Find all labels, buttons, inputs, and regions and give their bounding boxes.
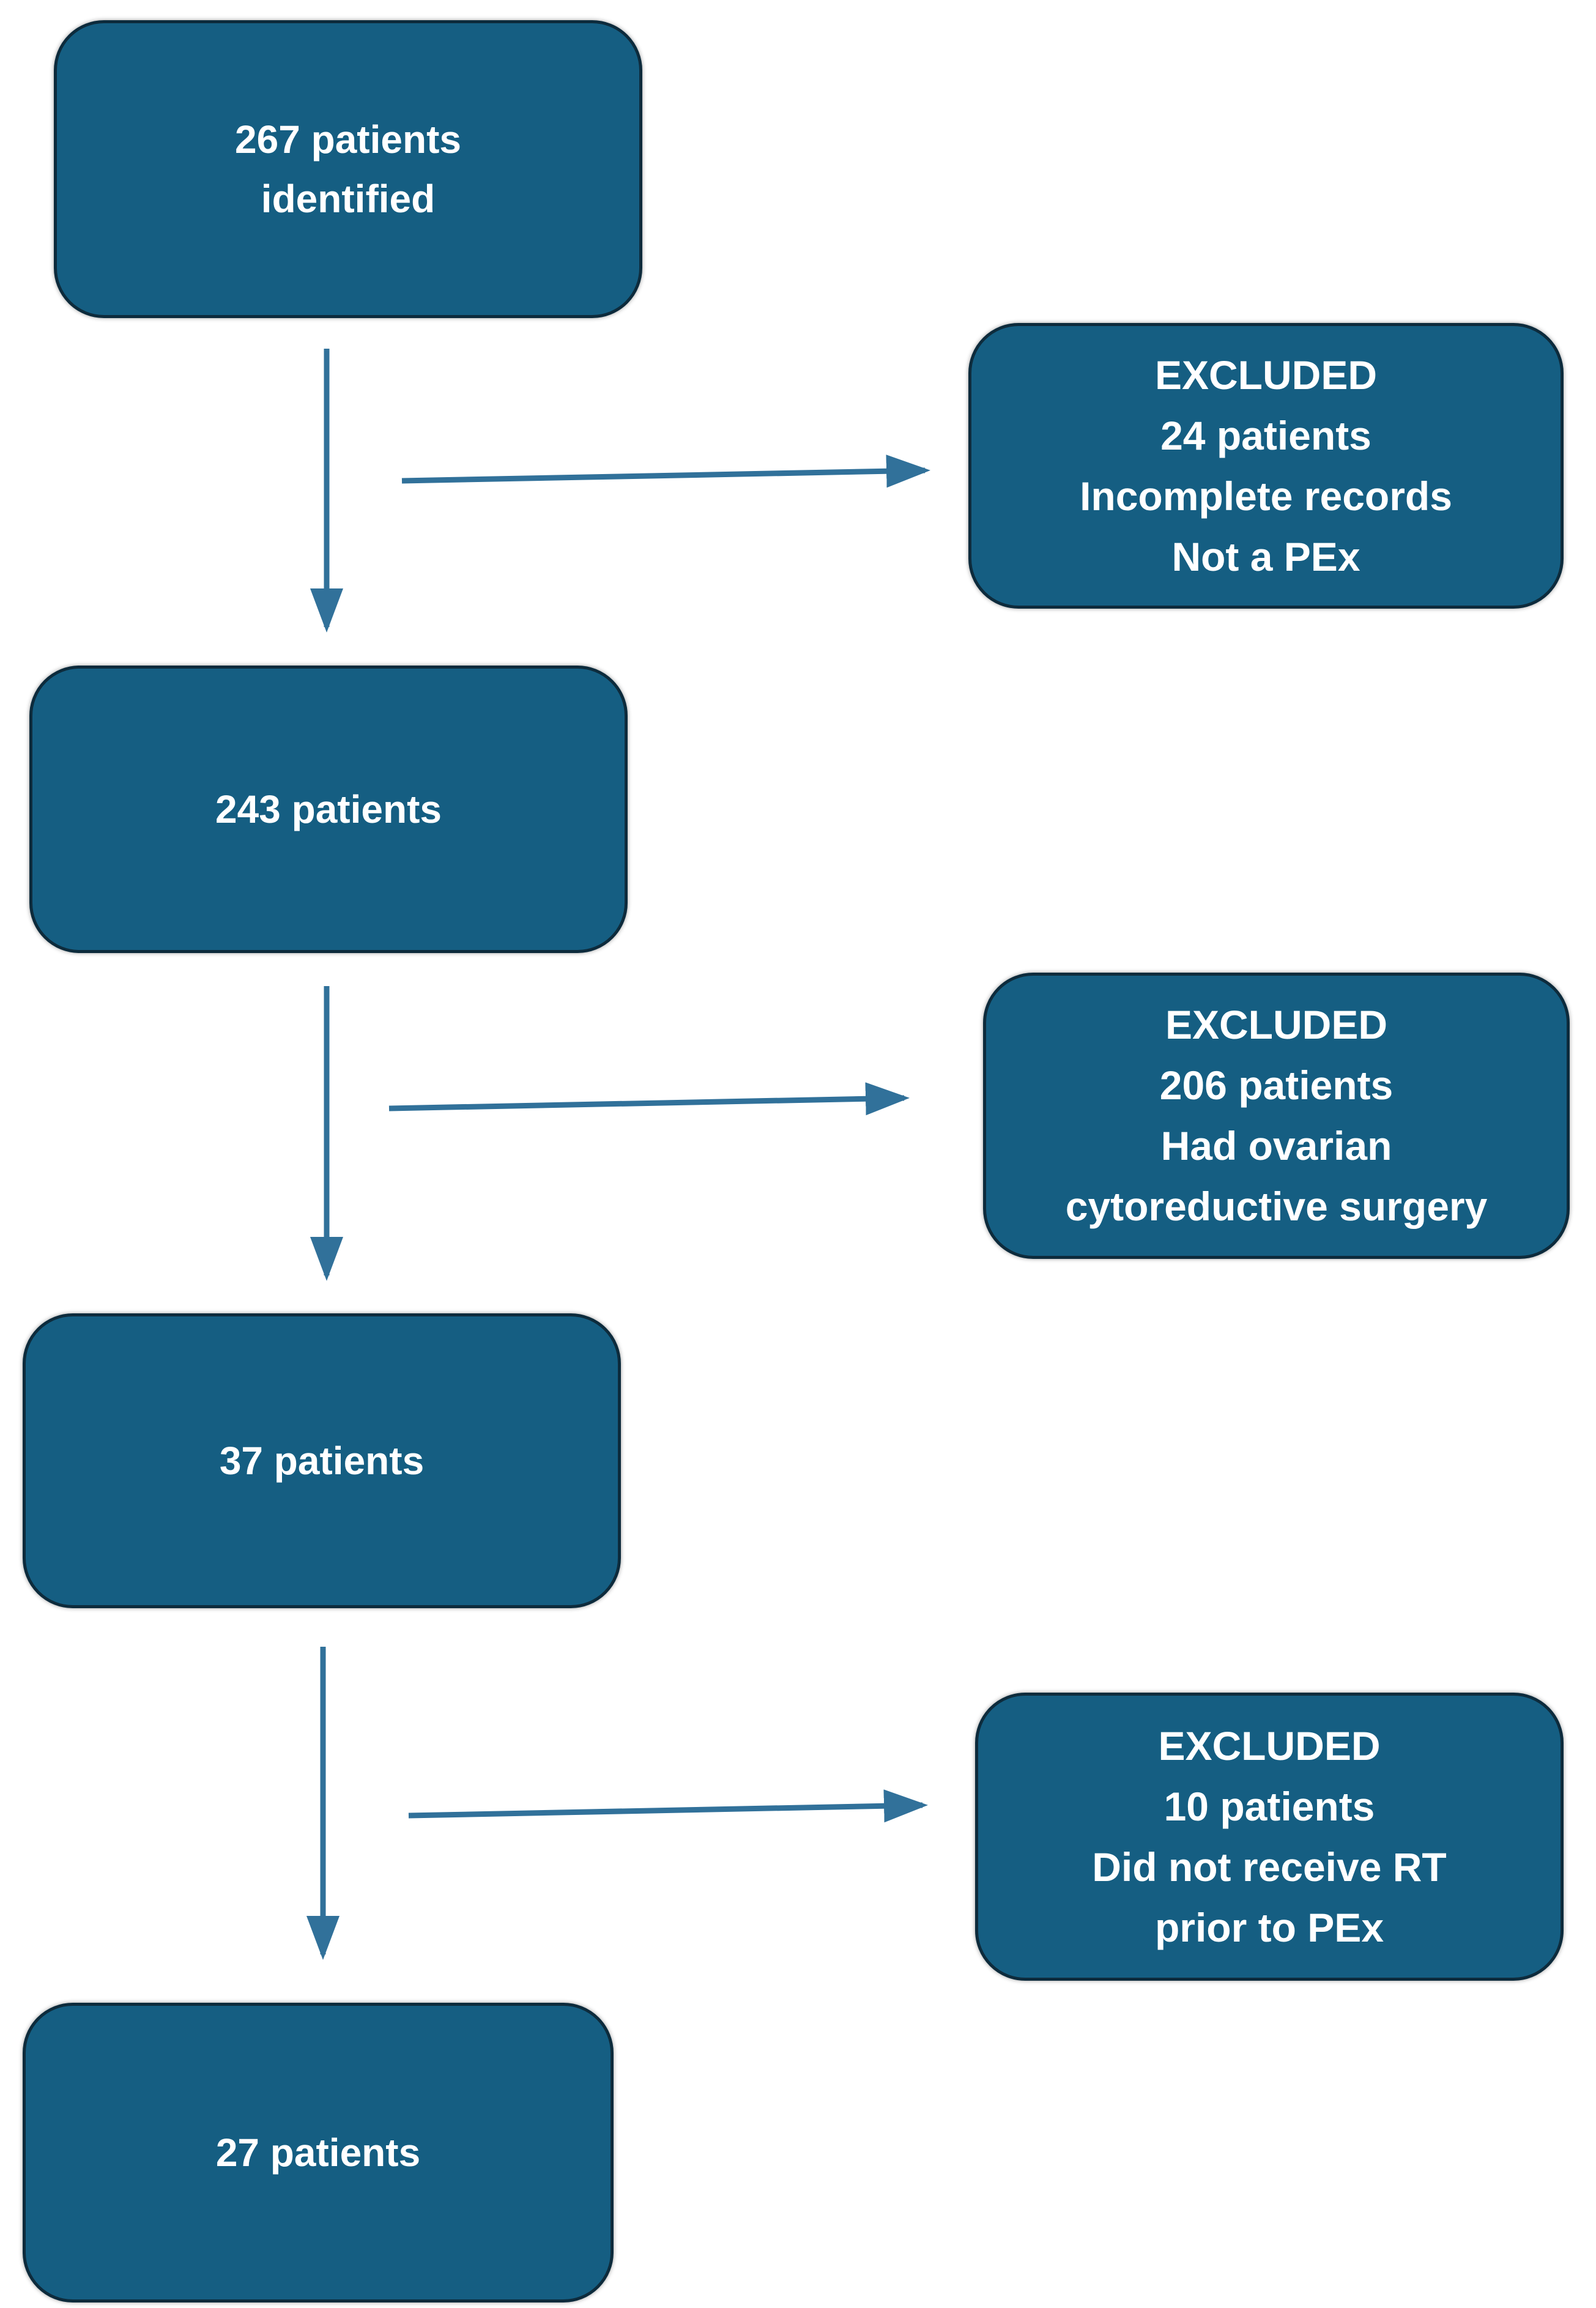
excluded-count: 206 patients <box>1159 1063 1394 1108</box>
node-excluded-cytoreductive-surgery: EXCLUDED 206 patients Had ovarian cytore… <box>983 973 1570 1259</box>
excluded-reason: cytoreductive surgery <box>1065 1184 1488 1229</box>
node-text-line: identified <box>261 176 436 221</box>
excluded-title: EXCLUDED <box>1154 352 1378 398</box>
node-text-line: 243 patients <box>215 787 442 831</box>
node-text-line: 37 patients <box>219 1438 425 1483</box>
node-excluded-incomplete-records: EXCLUDED 24 patients Incomplete records … <box>968 323 1564 609</box>
excluded-reason: Had ovarian <box>1160 1123 1392 1168</box>
arrow-right-to-excluded-2 <box>388 1082 910 1116</box>
node-37-patients: 37 patients <box>23 1313 621 1608</box>
excluded-reason: Not a PEx <box>1171 533 1360 579</box>
excluded-title: EXCLUDED <box>1158 1723 1381 1768</box>
excluded-reason: Did not receive RT <box>1092 1844 1447 1890</box>
excluded-count: 24 patients <box>1160 412 1371 458</box>
arrow-right-to-excluded-1 <box>401 455 930 488</box>
excluded-title: EXCLUDED <box>1165 1002 1388 1047</box>
node-excluded-no-rt-prior-pex: EXCLUDED 10 patients Did not receive RT … <box>975 1693 1564 1981</box>
arrow-right-to-excluded-3 <box>408 1789 928 1823</box>
node-267-patients-identified: 267 patients identified <box>54 20 642 318</box>
excluded-reason: Incomplete records <box>1080 473 1452 519</box>
excluded-count: 10 patients <box>1164 1783 1375 1829</box>
node-text-line: 267 patients <box>235 117 461 161</box>
node-243-patients: 243 patients <box>29 666 628 953</box>
excluded-reason: prior to PEx <box>1154 1904 1384 1950</box>
node-text-line: 27 patients <box>215 2130 421 2175</box>
node-27-patients: 27 patients <box>23 2003 614 2302</box>
